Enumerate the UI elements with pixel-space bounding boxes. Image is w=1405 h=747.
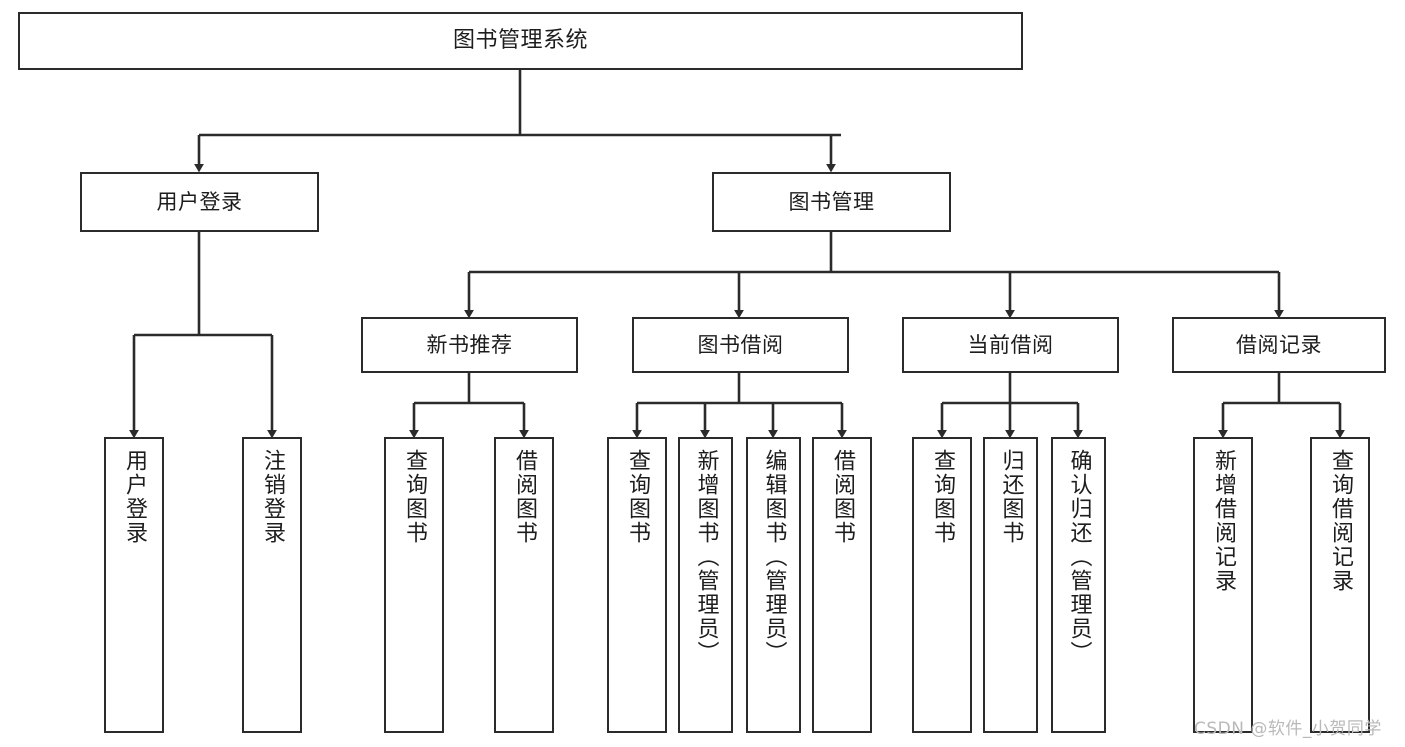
node-leaf-add-book[interactable]: 新增图书（管理员）	[678, 437, 733, 733]
node-label: 借阅图书	[830, 449, 855, 545]
node-label: 新增图书（管理员）	[693, 449, 719, 665]
node-leaf-logout-login[interactable]: 注销登录	[242, 437, 302, 733]
node-label: 查询图书	[402, 449, 427, 545]
node-leaf-borrow-book-2[interactable]: 借阅图书	[812, 437, 872, 733]
node-label: 图书管理	[788, 189, 875, 214]
node-label: 确认归还（管理员）	[1066, 449, 1092, 665]
node-leaf-return-book[interactable]: 归还图书	[983, 437, 1038, 733]
node-leaf-query-book-3[interactable]: 查询图书	[912, 437, 972, 733]
node-new-book-recommend[interactable]: 新书推荐	[361, 317, 578, 373]
node-label: 查询图书	[625, 449, 650, 545]
node-leaf-query-book-1[interactable]: 查询图书	[384, 437, 444, 733]
node-label: 查询图书	[930, 449, 955, 545]
node-leaf-edit-book[interactable]: 编辑图书（管理员）	[746, 437, 801, 733]
node-leaf-confirm-return[interactable]: 确认归还（管理员）	[1051, 437, 1106, 733]
node-label: 当前借阅	[967, 332, 1054, 357]
node-label: 编辑图书（管理员）	[761, 449, 787, 665]
node-user-login[interactable]: 用户登录	[80, 172, 319, 232]
node-label: 查询借阅记录	[1328, 449, 1353, 593]
node-label: 图书管理系统	[452, 28, 588, 54]
node-label: 图书借阅	[697, 332, 784, 357]
node-leaf-query-record[interactable]: 查询借阅记录	[1310, 437, 1370, 733]
node-book-management[interactable]: 图书管理	[712, 172, 951, 232]
node-label: 借阅记录	[1236, 332, 1322, 357]
node-book-borrow[interactable]: 图书借阅	[632, 317, 849, 373]
node-label: 新增借阅记录	[1211, 449, 1236, 593]
node-label: 用户登录	[122, 449, 147, 545]
node-label: 归还图书	[998, 449, 1024, 545]
node-leaf-user-login[interactable]: 用户登录	[104, 437, 164, 733]
csdn-watermark: CSDN @软件_小贺同学	[1194, 719, 1382, 739]
node-borrow-record[interactable]: 借阅记录	[1172, 317, 1386, 373]
node-current-borrow[interactable]: 当前借阅	[902, 317, 1119, 373]
node-leaf-borrow-book-1[interactable]: 借阅图书	[494, 437, 554, 733]
node-label: 注销登录	[260, 449, 285, 545]
node-label: 新书推荐	[426, 332, 513, 357]
node-leaf-add-record[interactable]: 新增借阅记录	[1193, 437, 1253, 733]
node-leaf-query-book-2[interactable]: 查询图书	[607, 437, 667, 733]
node-label: 用户登录	[156, 189, 243, 214]
node-label: 借阅图书	[512, 449, 537, 545]
node-book-management-system[interactable]: 图书管理系统	[18, 12, 1023, 70]
